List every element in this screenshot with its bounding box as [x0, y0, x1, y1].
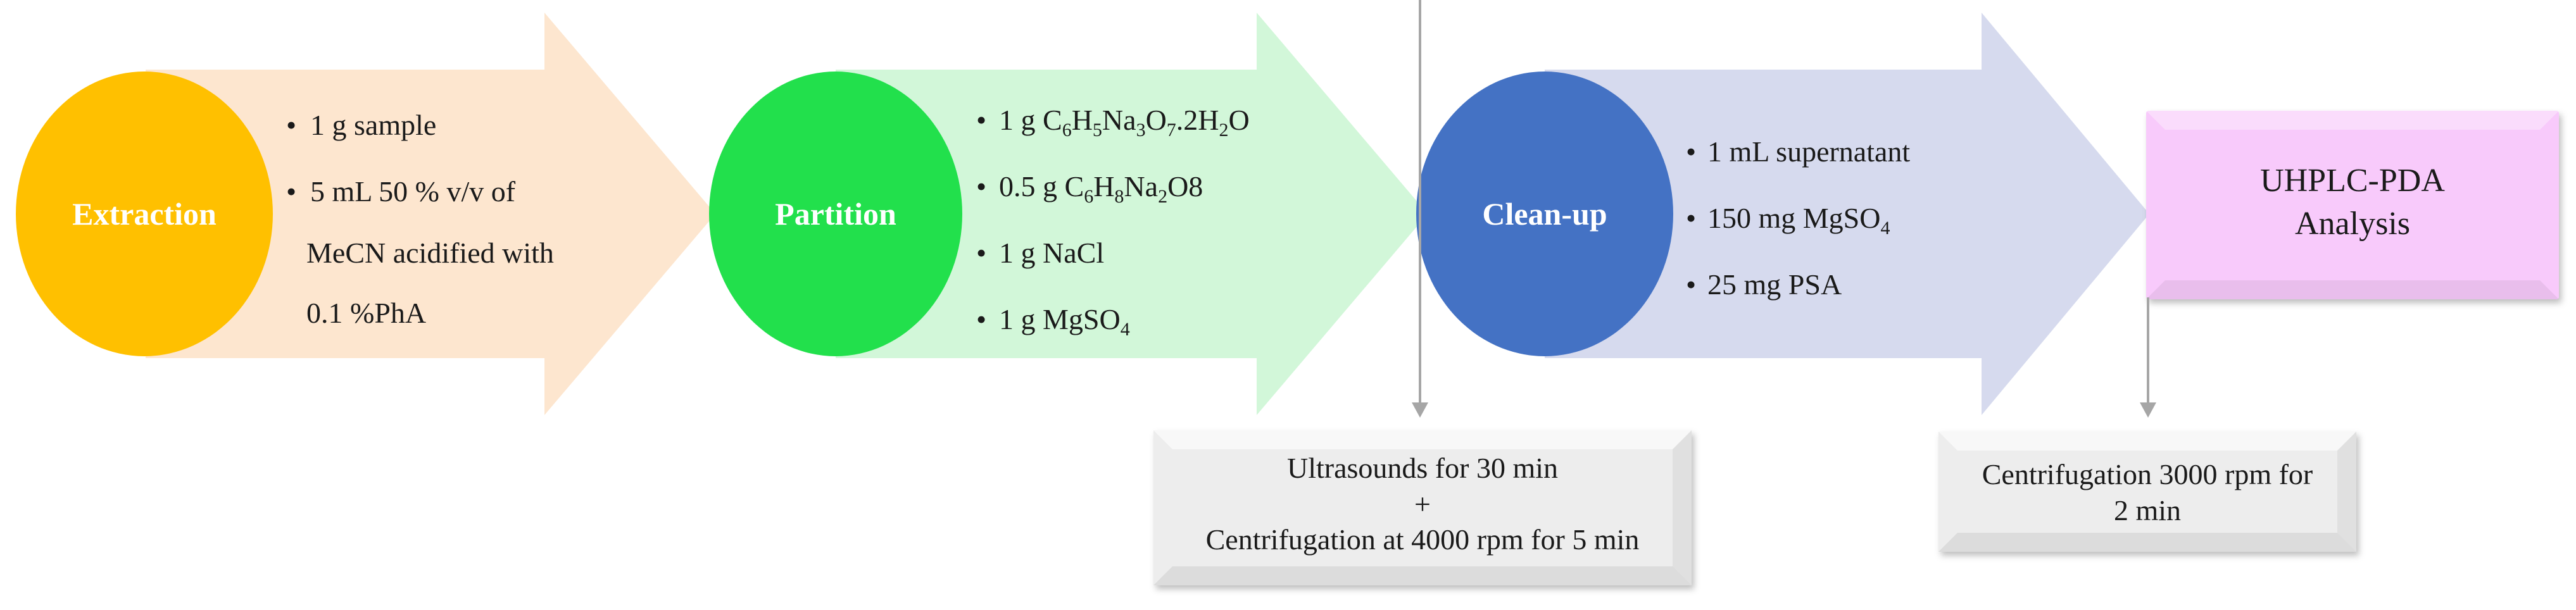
partition-bullet-3: 1 g NaCl — [999, 237, 1104, 269]
partition-arrow — [836, 13, 1428, 415]
extraction-circle — [16, 72, 273, 356]
extraction-arrow — [146, 13, 715, 415]
extraction-bullet-2: 5 mL 50 % v/v of — [310, 175, 516, 208]
partition-bullet-1: 1 g C6H5Na3O7.2H2O — [999, 104, 1250, 140]
cleanup-arrow — [1545, 13, 2149, 415]
cleanup-bullet-3: 25 mg PSA — [1707, 268, 1842, 301]
analysis-line-1: UHPLC-PDA — [2260, 163, 2445, 199]
cleanup-bullet-dot: • — [1686, 268, 1696, 301]
note-ultrasound-line-1: Ultrasounds for 30 min — [1287, 452, 1558, 484]
extraction-bullet-2-cont: MeCN acidified with — [306, 237, 554, 269]
cleanup-label: Clean-up — [1482, 196, 1607, 232]
partition-bullets: • 1 g C6H5Na3O7.2H2O • 0.5 g C6H8Na2O8 • 1 g … — [976, 104, 1250, 340]
partition-label: Partition — [775, 196, 896, 232]
note-box-centrifugation — [1938, 432, 2356, 552]
cleanup-bullet-dot: • — [1686, 135, 1696, 168]
extraction-label: Extraction — [72, 196, 217, 232]
partition-bullet-dot: • — [976, 303, 986, 335]
extraction-bullet-dot: • — [286, 175, 296, 208]
note-box-ultrasound — [1153, 430, 1692, 585]
cleanup-bullet-dot: • — [1686, 202, 1696, 234]
cleanup-bullet-2: 150 mg MgSO4 — [1707, 202, 1890, 239]
extraction-bullet-dot: • — [286, 109, 296, 141]
partition-bullet-4: 1 g MgSO4 — [999, 303, 1130, 340]
note-centrifugation-line-1: Centrifugation 3000 rpm for — [1982, 458, 2313, 490]
partition-bullet-2: 0.5 g C6H8Na2O8 — [999, 170, 1203, 207]
connector-ultrasound — [1412, 0, 1428, 418]
partition-circle — [709, 72, 962, 356]
note-ultrasound-line-2: + — [1414, 488, 1431, 520]
partition-bullet-dot: • — [976, 104, 986, 136]
extraction-bullets: • 1 g sample • 5 mL 50 % v/v of MeCN aci… — [286, 109, 554, 329]
partition-bullet-dot: • — [976, 237, 986, 269]
cleanup-circle — [1416, 72, 1673, 356]
extraction-bullet-1: 1 g sample — [310, 109, 436, 141]
extraction-bullet-2-cont: 0.1 %PhA — [306, 297, 426, 329]
analysis-box — [2146, 111, 2559, 299]
note-centrifugation-line-2: 2 min — [2114, 494, 2181, 526]
note-ultrasound-line-3: Centrifugation at 4000 rpm for 5 min — [1206, 523, 1640, 556]
analysis-line-2: Analysis — [2295, 206, 2410, 242]
connector-centrifugation — [2140, 297, 2156, 418]
cleanup-bullet-1: 1 mL supernatant — [1707, 135, 1910, 168]
cleanup-bullets: • 1 mL supernatant • 150 mg MgSO4 • 25 mg PSA — [1686, 135, 1910, 301]
partition-bullet-dot: • — [976, 170, 986, 202]
